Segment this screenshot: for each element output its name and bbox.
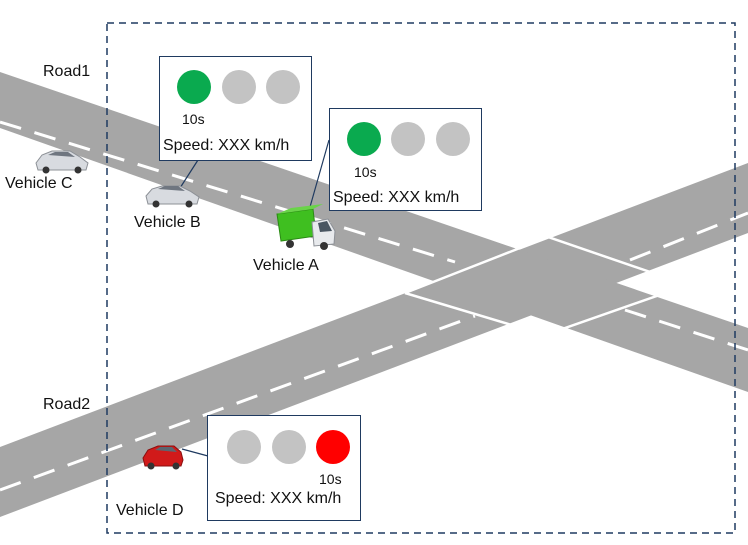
intersection-outline [404, 235, 692, 337]
countdown-timer: 10s [354, 164, 377, 180]
vehicle-d-car-icon [142, 445, 184, 470]
speed-readout: Speed: XXX km/h [215, 490, 342, 507]
green-light-icon [177, 70, 211, 104]
road2-lane-marking [0, 314, 476, 492]
speed-readout: Speed: XXX km/h [163, 137, 290, 154]
green-light-icon [347, 122, 381, 156]
vehicle-c-label: Vehicle C [5, 175, 73, 192]
vehicle-c-car-icon [35, 150, 89, 174]
callout-line-vehicle-a [307, 139, 330, 215]
signal-panel-vehicle-b: 10s Speed: XXX km/h [159, 56, 312, 161]
vehicle-b-car-icon [145, 185, 200, 208]
callout-line-vehicle-b [179, 159, 199, 189]
countdown-timer: 10s [319, 471, 342, 487]
road1-label: Road1 [43, 63, 91, 80]
road1-lane-marking-east [624, 308, 748, 352]
speed-readout: Speed: XXX km/h [333, 189, 460, 206]
road2-lane-marking-east [629, 211, 748, 262]
inactive-light-icon [266, 70, 300, 104]
countdown-timer: 10s [182, 111, 205, 127]
inactive-light-icon [436, 122, 470, 156]
vehicle-a-truck-icon [276, 204, 336, 250]
monitoring-area [106, 22, 736, 534]
vehicle-d-label: Vehicle D [116, 502, 184, 519]
red-light-icon [316, 430, 350, 464]
road2-label: Road2 [43, 396, 91, 413]
callout-line-vehicle-d [181, 448, 209, 457]
inactive-light-icon [222, 70, 256, 104]
vehicle-a-label: Vehicle A [253, 257, 319, 274]
inactive-light-icon [272, 430, 306, 464]
road2-surface [0, 163, 748, 517]
inactive-light-icon [391, 122, 425, 156]
signal-panel-vehicle-a: 10s Speed: XXX km/h [329, 108, 482, 211]
inactive-light-icon [227, 430, 261, 464]
road1-lane-marking [0, 120, 456, 264]
signal-panel-vehicle-d: 10s Speed: XXX km/h [207, 415, 361, 521]
vehicle-b-label: Vehicle B [134, 214, 201, 231]
